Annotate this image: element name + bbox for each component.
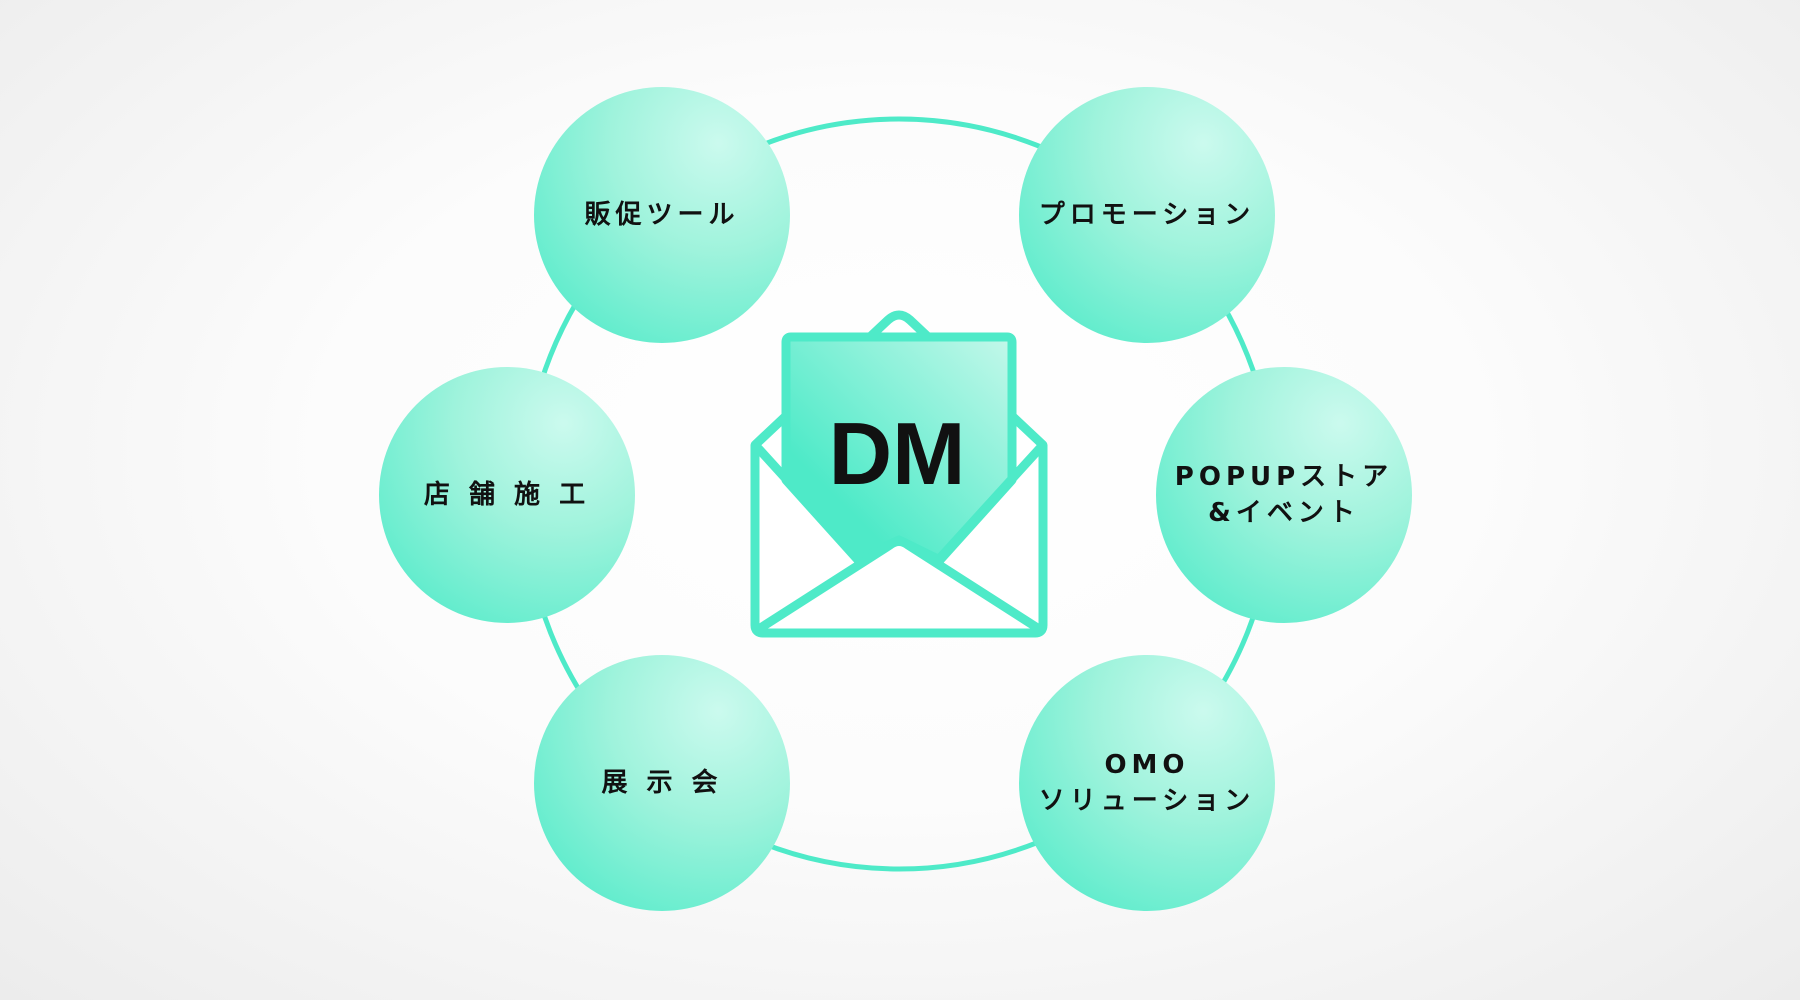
node-label: プロモーション — [1038, 200, 1256, 230]
node-sales-tools[interactable]: 販促ツール — [534, 87, 790, 343]
node-label: OMO ソリューション — [1038, 750, 1256, 816]
center-label: DM — [829, 404, 966, 503]
node-popup-store-event[interactable]: POPUPストア &イベント — [1156, 367, 1412, 623]
envelope-open-icon — [750, 310, 1048, 638]
node-promotion[interactable]: プロモーション — [1019, 87, 1275, 343]
node-label: 展 示 会 — [601, 768, 723, 798]
node-label: POPUPストア &イベント — [1174, 462, 1394, 528]
node-omo-solution[interactable]: OMO ソリューション — [1019, 655, 1275, 911]
node-label: 販促ツール — [584, 200, 740, 230]
node-label: 店 舗 施 工 — [423, 480, 591, 510]
node-store-construction[interactable]: 店 舗 施 工 — [379, 367, 635, 623]
node-exhibition[interactable]: 展 示 会 — [534, 655, 790, 911]
